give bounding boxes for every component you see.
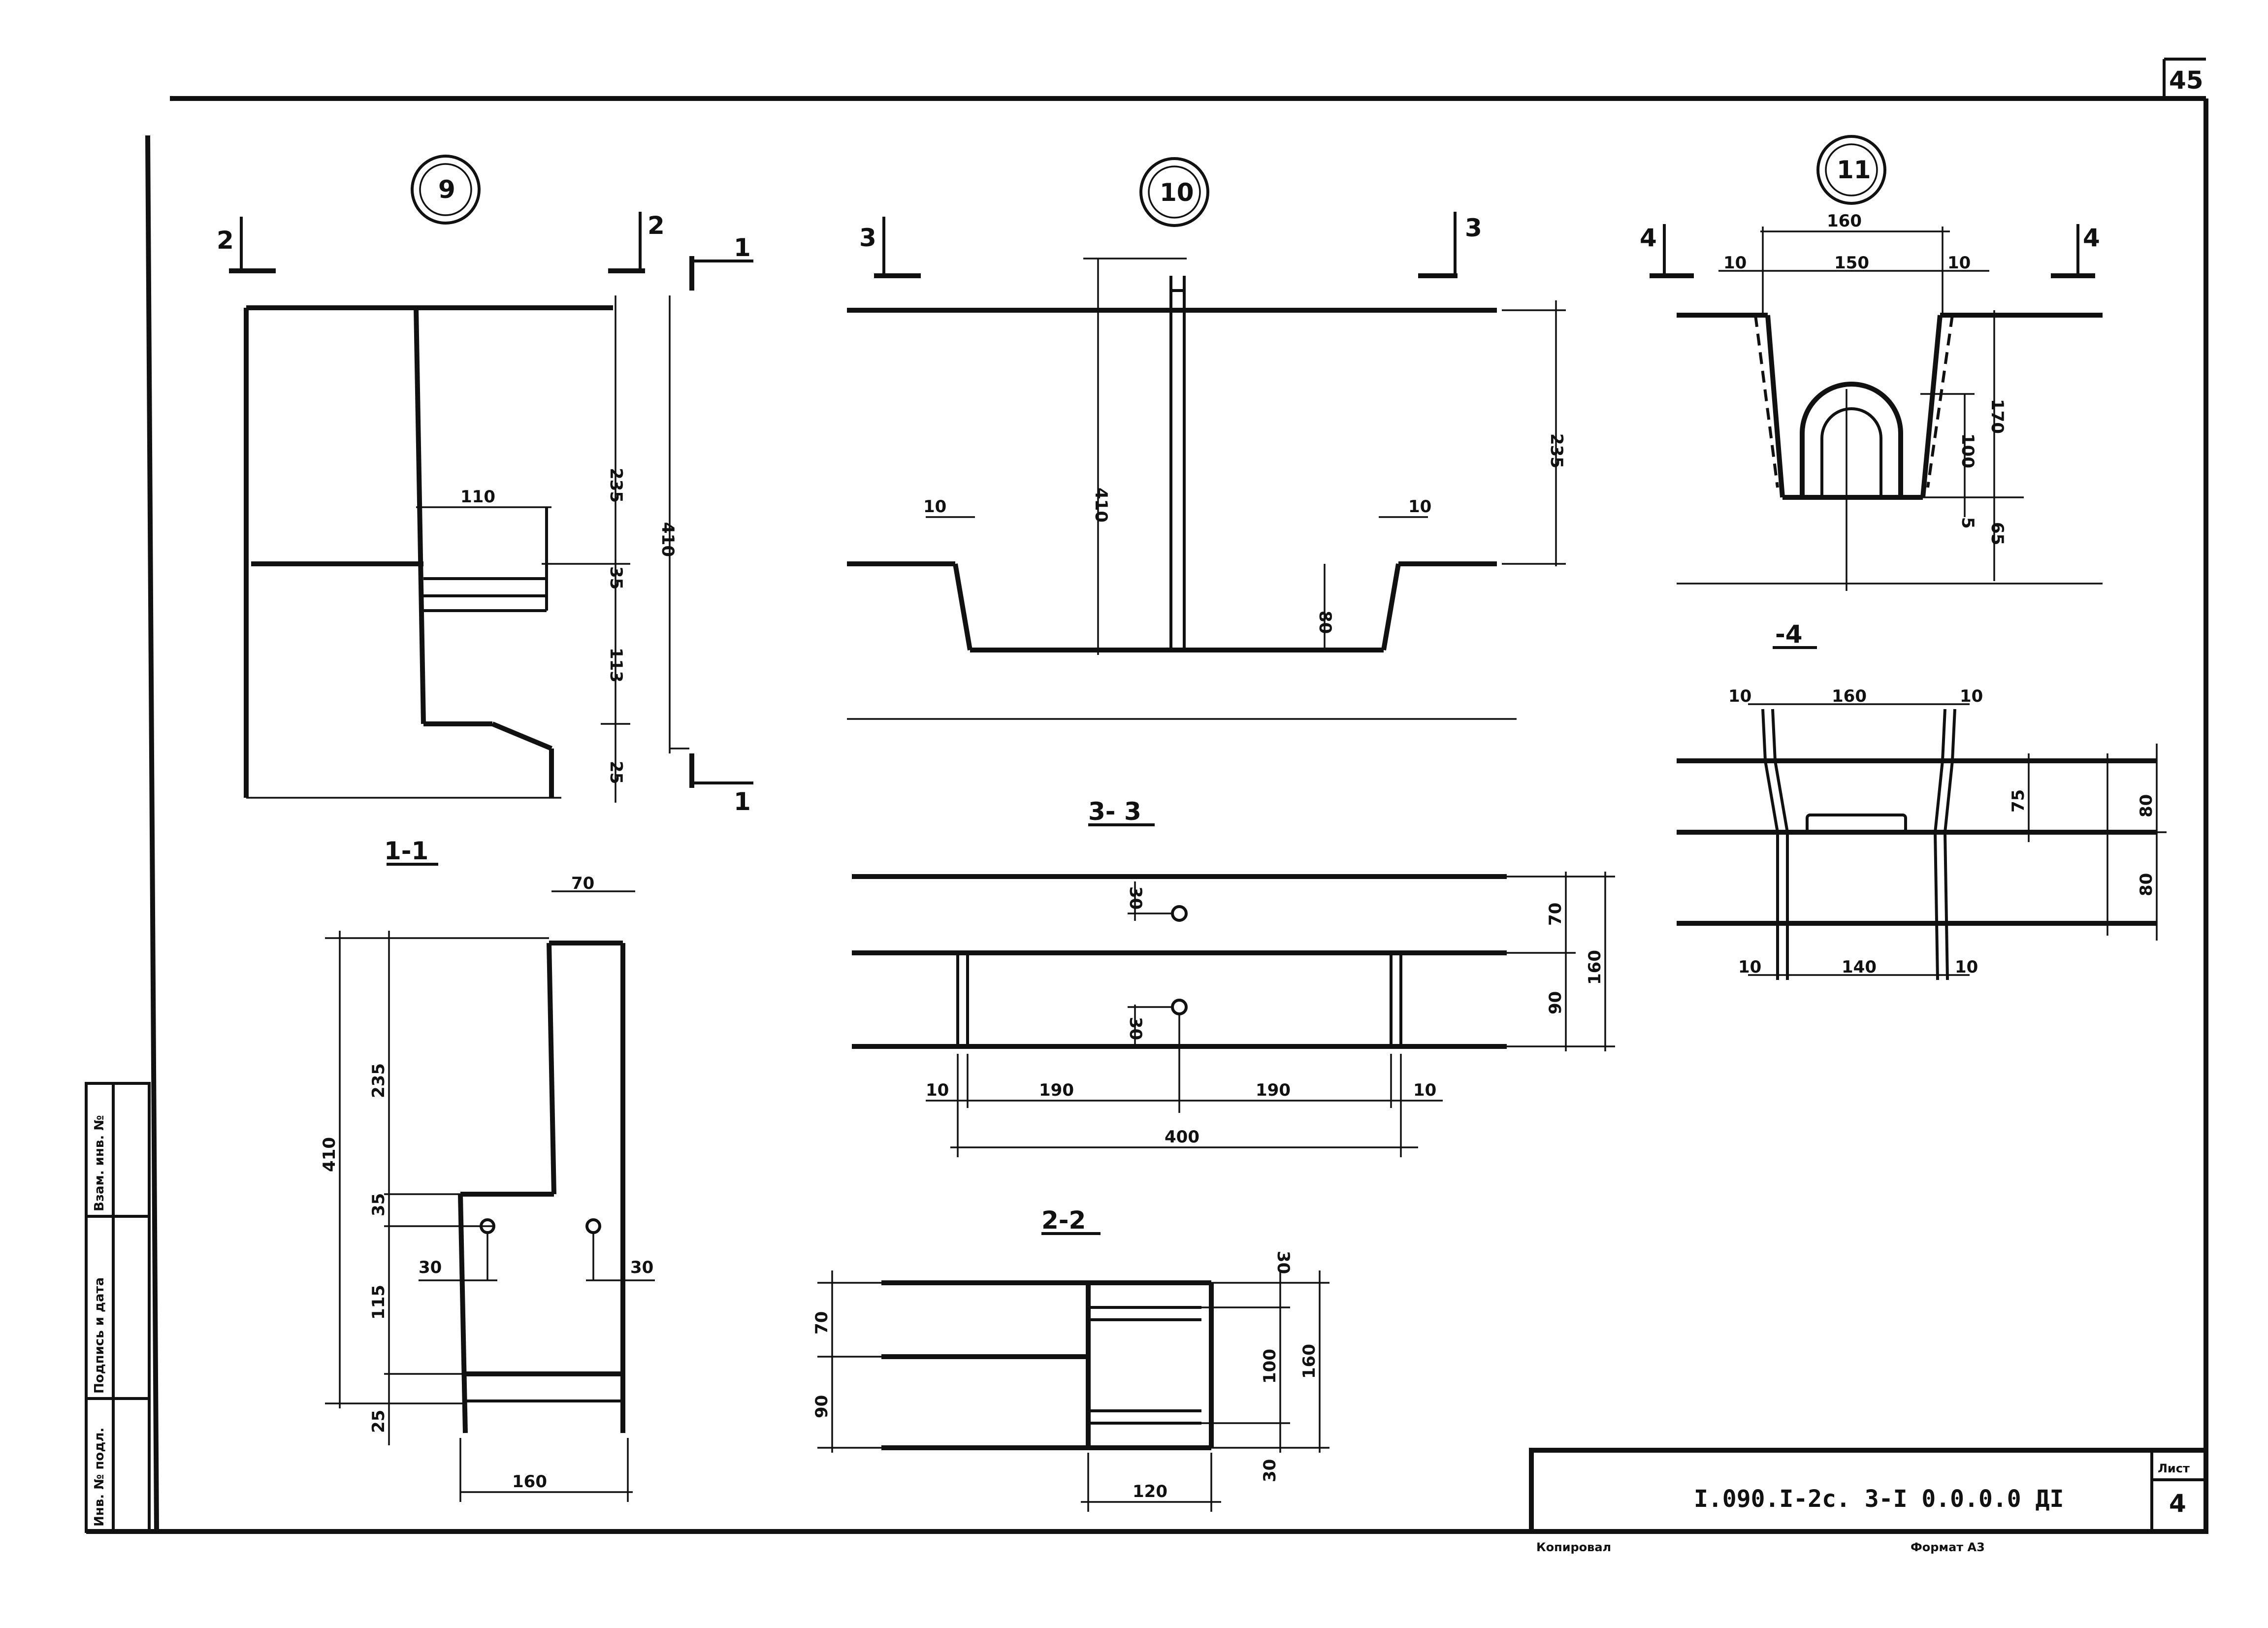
section-4-4-dim-10-bottom-left: 10 xyxy=(1738,957,1761,977)
view-9-cut-1-bottom: 1 xyxy=(734,787,751,816)
view-11-dim-170: 170 xyxy=(1987,399,2007,434)
sheet-frame xyxy=(86,58,2208,1534)
view-10-cut-3-left: 3 xyxy=(859,224,876,252)
view-10-dim-10-right: 10 xyxy=(1408,497,1431,517)
view-11-dim-10-right: 10 xyxy=(1947,253,1971,273)
section-2-2-dim-30-bottom: 30 xyxy=(1260,1459,1280,1482)
section-4-4-dim-160: 160 xyxy=(1832,686,1867,706)
section-3-3-dim-70: 70 xyxy=(1546,903,1565,926)
section-1-1-dim-70: 70 xyxy=(571,874,594,893)
section-3-3-dim-160: 160 xyxy=(1585,950,1605,985)
sheet-label: Лист xyxy=(2158,1462,2190,1475)
view-9-dim-113: 113 xyxy=(606,648,626,683)
section-1-1 xyxy=(325,863,655,1502)
side-stamp xyxy=(85,1082,151,1533)
view-11-cut-4-left: 4 xyxy=(1640,224,1657,252)
section-1-1-dim-25: 25 xyxy=(369,1410,389,1433)
section-1-1-title: 1-1 xyxy=(384,837,428,865)
section-3-3 xyxy=(852,823,1615,1157)
side-stamp-replacement: Взам. инв. № xyxy=(92,1115,107,1212)
section-3-3-dim-400: 400 xyxy=(1165,1127,1199,1147)
section-1-1-dim-30-right: 30 xyxy=(630,1258,653,1277)
section-4-4-title: -4 xyxy=(1775,620,1803,649)
title-block xyxy=(1529,1448,2208,1534)
view-9-marker: 9 xyxy=(438,175,455,204)
view-9-dim-25: 25 xyxy=(606,761,626,784)
view-11-dim-100: 100 xyxy=(1958,433,1977,468)
view-11-dim-160: 160 xyxy=(1827,211,1862,231)
view-10-marker: 10 xyxy=(1160,178,1194,207)
view-9-dim-35: 35 xyxy=(606,566,626,589)
section-1-1-dim-410: 410 xyxy=(320,1137,339,1172)
section-2-2-dim-70: 70 xyxy=(812,1311,832,1335)
section-1-1-dim-35: 35 xyxy=(369,1193,389,1216)
side-stamp-signature: Подпись и дата xyxy=(92,1277,107,1394)
view-10-cut-3-right: 3 xyxy=(1465,214,1482,242)
section-4-4-dim-80-bottom: 80 xyxy=(2137,873,2156,896)
section-2-2-dim-100: 100 xyxy=(1260,1349,1280,1384)
sheet-number: 4 xyxy=(2169,1489,2186,1518)
view-11-dim-65: 65 xyxy=(1987,522,2007,545)
sheet-corner-number: 45 xyxy=(2169,66,2203,95)
section-3-3-title: 3- 3 xyxy=(1088,797,1141,826)
view-9-cut-2-left: 2 xyxy=(217,226,234,255)
view-9-dim-410: 410 xyxy=(658,522,678,557)
section-1-1-dim-30-left: 30 xyxy=(419,1258,442,1277)
section-3-3-dim-30-top: 30 xyxy=(1126,886,1145,910)
view-11-cut-4-right: 4 xyxy=(2083,224,2100,252)
view-9-cut-1-top: 1 xyxy=(734,233,751,262)
drawing-code: I.090.I-2c. 3-I 0.0.0.0 ДI xyxy=(1694,1485,2064,1513)
view-10-dim-410: 410 xyxy=(1091,488,1111,522)
section-4-4-dim-75: 75 xyxy=(2009,789,2028,813)
view-9-dim-110: 110 xyxy=(460,487,495,507)
view-11-dim-5: 5 xyxy=(1958,517,1977,529)
view-9 xyxy=(229,155,753,803)
section-3-3-dim-90: 90 xyxy=(1546,991,1565,1014)
section-4-4 xyxy=(1677,646,2167,980)
format-label: Формат А3 xyxy=(1911,1540,1985,1554)
view-10-dim-235: 235 xyxy=(1547,433,1566,468)
section-4-4-dim-10-top-left: 10 xyxy=(1728,686,1751,706)
view-11-marker: 11 xyxy=(1837,156,1871,184)
section-2-2-title: 2-2 xyxy=(1041,1206,1086,1235)
view-11-dim-10-left: 10 xyxy=(1723,253,1747,273)
section-4-4-dim-80-top: 80 xyxy=(2137,794,2156,817)
view-11 xyxy=(1650,135,2103,591)
section-1-1-dim-115: 115 xyxy=(369,1285,389,1320)
view-11-dim-150: 150 xyxy=(1834,253,1869,273)
view-9-cut-2-right: 2 xyxy=(648,211,665,240)
section-3-3-dim-190-left: 190 xyxy=(1039,1080,1074,1100)
section-4-4-dim-10-top-right: 10 xyxy=(1960,686,1983,706)
view-10-dim-10-left: 10 xyxy=(923,497,946,517)
section-4-4-dim-10-bottom-right: 10 xyxy=(1955,957,1978,977)
section-4-4-dim-140: 140 xyxy=(1842,957,1877,977)
section-2-2-dim-90: 90 xyxy=(812,1395,832,1418)
view-10 xyxy=(847,157,1566,720)
section-2-2-dim-30-top: 30 xyxy=(1273,1251,1293,1274)
copied-by: Копировал xyxy=(1536,1540,1611,1554)
section-3-3-dim-10-right: 10 xyxy=(1413,1080,1436,1100)
section-3-3-dim-30-bottom: 30 xyxy=(1126,1017,1145,1040)
section-1-1-dim-235: 235 xyxy=(369,1063,389,1098)
view-10-dim-80: 80 xyxy=(1315,611,1335,634)
section-2-2 xyxy=(817,1232,1329,1512)
section-1-1-dim-160: 160 xyxy=(512,1472,547,1492)
section-2-2-dim-160: 160 xyxy=(1299,1344,1319,1379)
side-stamp-inventory: Инв. № подл. xyxy=(92,1428,107,1527)
section-2-2-dim-120: 120 xyxy=(1133,1482,1167,1501)
section-3-3-dim-190-right: 190 xyxy=(1256,1080,1291,1100)
section-3-3-dim-10-left: 10 xyxy=(926,1080,949,1100)
view-9-dim-235: 235 xyxy=(606,468,626,503)
